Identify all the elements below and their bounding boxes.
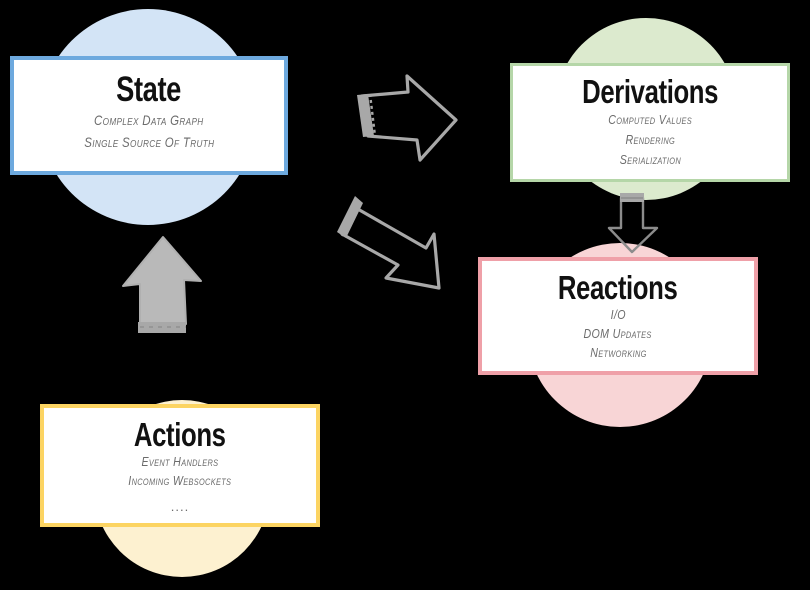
actions-title: Actions (134, 416, 226, 453)
reactions-subtitle-3: Networking (589, 344, 647, 360)
derivations-title: Derivations (582, 73, 718, 110)
state-subtitle-1: Complex Data Graph (94, 112, 204, 128)
state-title: State (116, 70, 182, 109)
reactions-subtitle-1: I/O (610, 307, 626, 322)
node-state[interactable]: State Complex Data Graph Single Source O… (10, 56, 288, 175)
derivations-subtitle-2: Rendering (625, 131, 675, 147)
derivations-subtitle-1: Computed Values (608, 112, 692, 127)
reactions-subtitle-2: DOM Updates (583, 325, 653, 341)
reactions-title: Reactions (558, 269, 678, 306)
arrow-derivations-to-reactions (607, 193, 659, 254)
arrow-state-to-derivations (357, 74, 458, 162)
arrow-actions-to-state (122, 236, 202, 333)
node-reactions[interactable]: Reactions I/O DOM Updates Networking (478, 257, 758, 375)
derivations-subtitle-3: Serialization (619, 151, 681, 167)
node-actions[interactable]: Actions Event Handlers Incoming Websocke… (40, 404, 320, 527)
arrow-state-to-reactions (337, 196, 441, 290)
state-subtitle-2: Single Source Of Truth (83, 134, 215, 151)
actions-ellipsis: .... (170, 498, 190, 514)
actions-subtitle-1: Event Handlers (141, 454, 219, 469)
actions-subtitle-2: Incoming Websockets (128, 472, 232, 488)
node-derivations[interactable]: Derivations Computed Values Rendering Se… (510, 63, 790, 182)
